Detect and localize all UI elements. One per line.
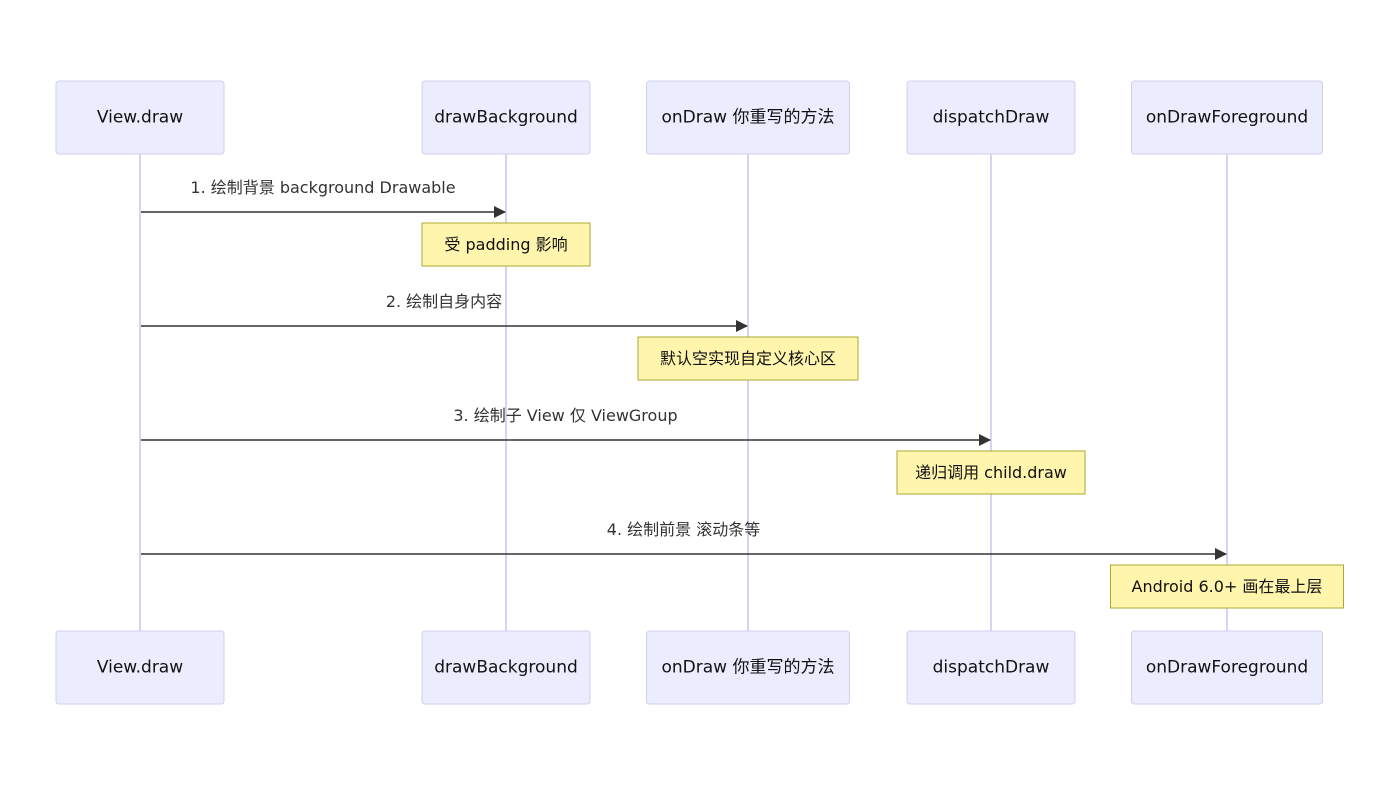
actor-label: View.draw [97, 658, 183, 678]
message-label: 3. 绘制子 View 仅 ViewGroup [453, 406, 677, 425]
actor-label: drawBackground [434, 658, 578, 678]
note-text: Android 6.0+ 画在最上层 [1132, 577, 1323, 596]
actor-box [55, 80, 225, 155]
message-label: 2. 绘制自身内容 [386, 292, 502, 311]
message-3: 3. 绘制子 View 仅 ViewGroup [141, 406, 991, 446]
actor-fg-top: onDrawForeground [1131, 80, 1323, 155]
message-1: 1. 绘制背景 background Drawable [141, 178, 506, 218]
actor-box [1131, 630, 1323, 705]
actor-ondraw-top: onDraw 你重写的方法 [646, 80, 850, 155]
actor-label: View.draw [97, 108, 183, 128]
note-box [421, 222, 591, 267]
actor-label: onDraw 你重写的方法 [662, 108, 835, 128]
actor-bg-bottom: drawBackground [421, 630, 591, 705]
actor-view-top: View.draw [55, 80, 225, 155]
actor-box [906, 80, 1076, 155]
note-3: 递归调用 child.draw [896, 450, 1086, 495]
message-4: 4. 绘制前景 滚动条等 [141, 520, 1227, 560]
actor-label: onDrawForeground [1146, 658, 1308, 678]
actor-label: onDrawForeground [1146, 108, 1308, 128]
message-label: 4. 绘制前景 滚动条等 [607, 520, 760, 539]
note-text: 默认空实现自定义核心区 [660, 349, 836, 368]
actor-fg-bottom: onDrawForeground [1131, 630, 1323, 705]
actor-bg-top: drawBackground [421, 80, 591, 155]
actor-ondraw-bottom: onDraw 你重写的方法 [646, 630, 850, 705]
actor-label: onDraw 你重写的方法 [662, 658, 835, 678]
note-text: 递归调用 child.draw [915, 463, 1067, 482]
actor-box [421, 80, 591, 155]
actor-label: dispatchDraw [933, 108, 1050, 128]
note-box [637, 336, 859, 381]
actor-box [1131, 80, 1323, 155]
actor-dispatch-bottom: dispatchDraw [906, 630, 1076, 705]
actor-dispatch-top: dispatchDraw [906, 80, 1076, 155]
actor-box [421, 630, 591, 705]
note-1: 受 padding 影响 [421, 222, 591, 267]
actor-box [906, 630, 1076, 705]
message-2: 2. 绘制自身内容 [141, 292, 748, 332]
actor-box [55, 630, 225, 705]
note-box [1110, 564, 1344, 609]
actor-label: drawBackground [434, 108, 578, 128]
note-2: 默认空实现自定义核心区 [637, 336, 859, 381]
actor-label: dispatchDraw [933, 658, 1050, 678]
actor-view-bottom: View.draw [55, 630, 225, 705]
message-label: 1. 绘制背景 background Drawable [190, 178, 455, 197]
note-4: Android 6.0+ 画在最上层 [1110, 564, 1344, 609]
actor-box [646, 630, 850, 705]
actor-box [646, 80, 850, 155]
note-text: 受 padding 影响 [444, 235, 567, 254]
note-box [896, 450, 1086, 495]
